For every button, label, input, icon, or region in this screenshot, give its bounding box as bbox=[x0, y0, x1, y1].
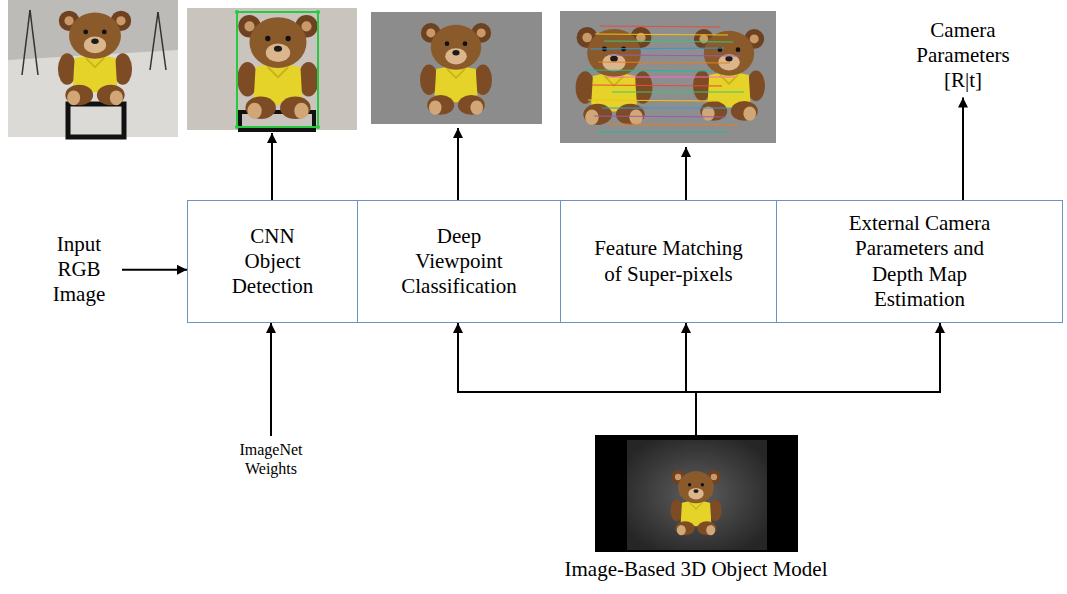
illustration-part bbox=[588, 100, 716, 101]
illustration-part bbox=[693, 29, 765, 121]
illustration-part bbox=[606, 77, 735, 78]
illustration-part bbox=[30, 10, 38, 75]
illustration-part bbox=[316, 125, 320, 129]
result-arrows bbox=[272, 128, 686, 200]
illustration-part bbox=[371, 12, 542, 124]
illustration-part bbox=[8, 0, 178, 137]
process-box: Deep Viewpoint Classification bbox=[357, 200, 561, 323]
illustration-part bbox=[670, 470, 721, 535]
node-text: External Camera Parameters and Depth Map… bbox=[845, 211, 995, 312]
node-text: Feature Matching of Super-pixels bbox=[589, 236, 749, 286]
illustration-part bbox=[604, 41, 733, 42]
illustration-part bbox=[271, 133, 273, 200]
flow-arrow bbox=[270, 323, 272, 436]
node-text: ImageNet Weights bbox=[231, 440, 311, 478]
illustration-part bbox=[627, 440, 767, 550]
detection-photo bbox=[187, 8, 357, 130]
illustration-part bbox=[590, 48, 724, 49]
node-text: Image-Based 3D Object Model bbox=[538, 557, 854, 582]
illustration-part bbox=[235, 10, 239, 14]
illustration-part bbox=[235, 125, 239, 129]
illustration-part bbox=[585, 70, 712, 71]
illustration-part bbox=[560, 11, 776, 143]
illustration-part bbox=[58, 11, 132, 106]
illustration-part bbox=[598, 62, 730, 63]
model-node: Image-Based 3D Object Model bbox=[536, 435, 856, 582]
viewpoint-photo bbox=[371, 12, 542, 124]
illustration-part bbox=[158, 12, 166, 70]
weights-label: ImageNet Weights bbox=[226, 440, 316, 478]
process-box: CNN Object Detection bbox=[187, 200, 358, 323]
illustration-part bbox=[585, 26, 744, 132]
illustration-part bbox=[316, 10, 320, 14]
illustration-part bbox=[592, 85, 722, 86]
model-picture bbox=[595, 435, 798, 552]
illustration-part bbox=[22, 10, 30, 75]
illustration-part bbox=[237, 15, 318, 119]
node-text: CNN Object Detection bbox=[225, 224, 320, 300]
illustration-part bbox=[602, 108, 731, 109]
illustration-part bbox=[457, 128, 459, 200]
illustration-part bbox=[595, 435, 798, 552]
illustration-part bbox=[608, 124, 738, 125]
flow-arrow bbox=[122, 269, 187, 271]
input-photo bbox=[8, 0, 178, 137]
illustration-part bbox=[600, 26, 720, 27]
node-text: Camera Parameters [R|t] bbox=[906, 18, 1021, 94]
node-text: Deep Viewpoint Classification bbox=[397, 224, 522, 300]
flow-arrow bbox=[696, 323, 940, 435]
output-label: Camera Parameters [R|t] bbox=[893, 18, 1033, 94]
matching-photo bbox=[560, 11, 776, 143]
illustration-part bbox=[237, 12, 318, 127]
illustration-part bbox=[68, 104, 124, 137]
input-label: Input RGB Image bbox=[40, 232, 118, 308]
node-text: Input RGB Image bbox=[44, 232, 114, 308]
illustration-part bbox=[150, 12, 158, 70]
illustration-part bbox=[685, 147, 687, 200]
illustration-part bbox=[598, 132, 728, 133]
illustration-part bbox=[610, 55, 740, 56]
flow-arrow bbox=[458, 323, 696, 435]
illustration-part bbox=[187, 8, 357, 130]
illustration-part bbox=[420, 23, 492, 115]
illustration-part bbox=[595, 34, 728, 35]
flow-arrow bbox=[686, 323, 696, 435]
flow-arrow bbox=[962, 98, 964, 200]
illustration-part bbox=[612, 92, 744, 93]
process-box: External Camera Parameters and Depth Map… bbox=[776, 200, 1063, 323]
process-box: Feature Matching of Super-pixels bbox=[560, 200, 777, 323]
illustration-part bbox=[594, 116, 726, 117]
